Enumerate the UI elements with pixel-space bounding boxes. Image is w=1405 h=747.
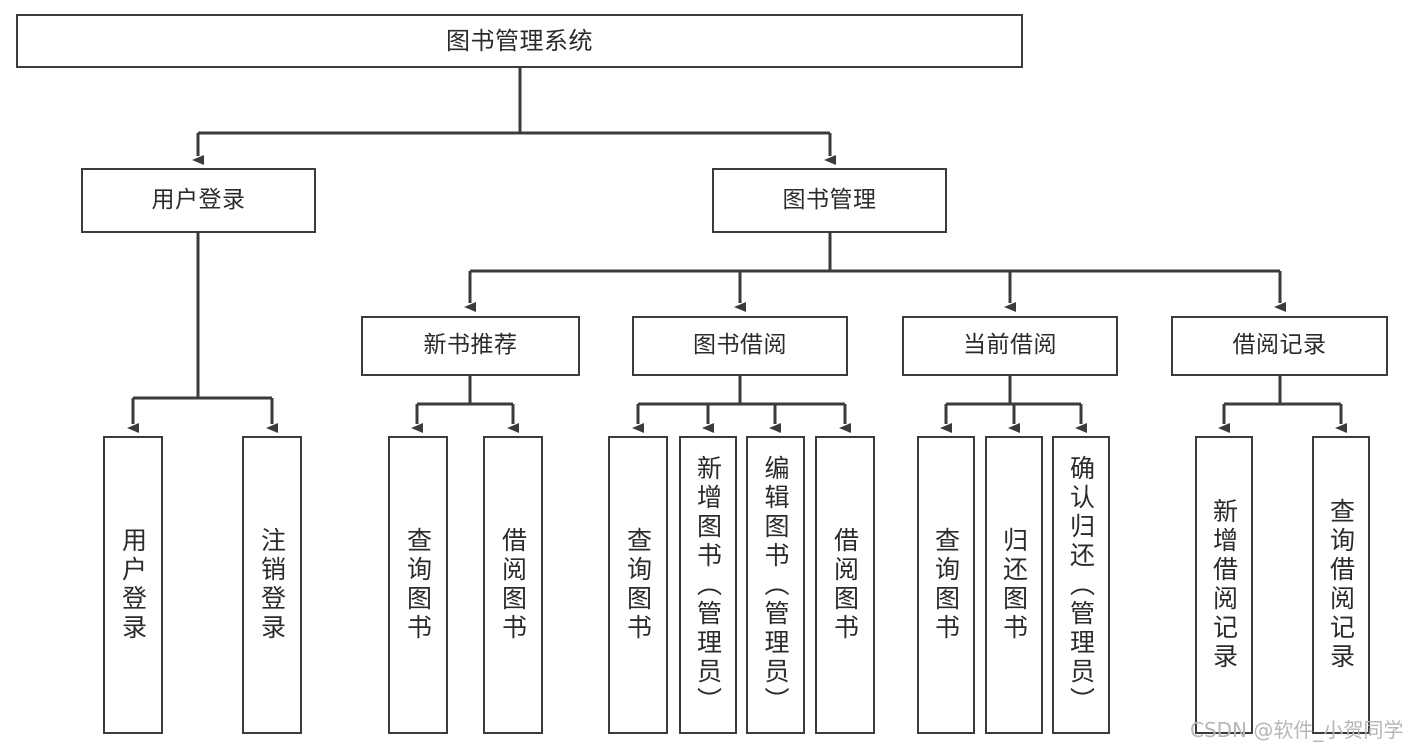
node-current-borrow[interactable]: 当前借阅 — [902, 316, 1118, 376]
node-leaf-borrow-book-2-label: 借阅图书 — [830, 527, 860, 643]
node-leaf-query-book-3-label: 查询图书 — [931, 527, 961, 643]
watermark: CSDN @软件_小贺同学 — [1190, 718, 1404, 742]
node-leaf-query-book-1-label: 查询图书 — [403, 527, 433, 643]
node-leaf-query-book-3[interactable]: 查询图书 — [917, 436, 975, 734]
node-leaf-add-book-label: 新增图书（管理员） — [693, 454, 723, 716]
node-root[interactable]: 图书管理系统 — [16, 14, 1023, 68]
node-leaf-user-login-label: 用户登录 — [118, 527, 148, 643]
node-leaf-logout-label: 注销登录 — [257, 527, 287, 643]
node-leaf-confirm-return-label: 确认归还（管理员） — [1066, 454, 1096, 716]
node-borrow-record[interactable]: 借阅记录 — [1171, 316, 1388, 376]
node-leaf-return-book[interactable]: 归还图书 — [985, 436, 1043, 734]
node-book-manage[interactable]: 图书管理 — [712, 168, 947, 233]
node-borrow-record-label: 借阅记录 — [1232, 332, 1327, 359]
node-leaf-query-record-label: 查询借阅记录 — [1326, 498, 1356, 672]
node-leaf-borrow-book-1[interactable]: 借阅图书 — [483, 436, 543, 734]
node-leaf-query-record[interactable]: 查询借阅记录 — [1312, 436, 1370, 734]
node-current-borrow-label: 当前借阅 — [963, 332, 1057, 359]
node-leaf-user-login[interactable]: 用户登录 — [103, 436, 163, 734]
node-leaf-query-book-2[interactable]: 查询图书 — [608, 436, 668, 734]
node-leaf-query-book-1[interactable]: 查询图书 — [388, 436, 448, 734]
node-book-borrow[interactable]: 图书借阅 — [632, 316, 848, 376]
node-leaf-query-book-2-label: 查询图书 — [623, 527, 653, 643]
node-book-manage-label: 图书管理 — [782, 186, 877, 213]
node-leaf-confirm-return[interactable]: 确认归还（管理员） — [1052, 436, 1110, 734]
node-leaf-logout[interactable]: 注销登录 — [242, 436, 302, 734]
node-user-login[interactable]: 用户登录 — [81, 168, 316, 233]
node-leaf-borrow-book-1-label: 借阅图书 — [498, 527, 528, 643]
node-book-borrow-label: 图书借阅 — [693, 332, 787, 359]
node-leaf-edit-book[interactable]: 编辑图书（管理员） — [746, 436, 805, 734]
node-leaf-add-book[interactable]: 新增图书（管理员） — [679, 436, 737, 734]
node-new-book-recommend[interactable]: 新书推荐 — [361, 316, 580, 376]
node-root-label: 图书管理系统 — [446, 26, 593, 55]
node-user-login-label: 用户登录 — [151, 186, 246, 213]
node-leaf-borrow-book-2[interactable]: 借阅图书 — [815, 436, 875, 734]
node-leaf-edit-book-label: 编辑图书（管理员） — [761, 454, 790, 716]
node-leaf-add-record[interactable]: 新增借阅记录 — [1195, 436, 1253, 734]
node-leaf-return-book-label: 归还图书 — [999, 527, 1029, 643]
node-leaf-add-record-label: 新增借阅记录 — [1209, 498, 1239, 672]
node-new-book-recommend-label: 新书推荐 — [423, 332, 518, 359]
